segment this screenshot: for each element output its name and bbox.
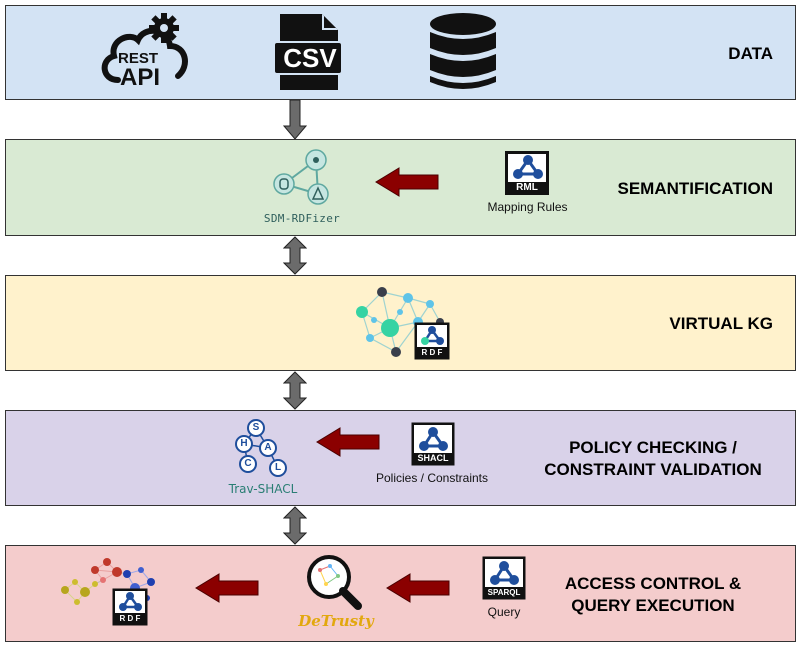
sdm-rdfizer-label: SDM-RDFizer [263, 212, 341, 225]
band-virtual-kg: VIRTUAL KG [5, 275, 796, 371]
band-title-virtual-kg: VIRTUAL KG [669, 314, 773, 333]
bidirectional-arrow-connector [283, 506, 307, 545]
api-label: API [120, 64, 161, 91]
detrusty-logo: DeTrusty [296, 550, 376, 632]
sparql-query-icon: SPARQL [482, 556, 526, 600]
band-title-policy-line1: POLICY CHECKING / [569, 438, 737, 457]
shacl-letter-s: S [252, 422, 260, 433]
bidirectional-arrow-connector [283, 371, 307, 410]
mapping-rules-caption: Mapping Rules [487, 200, 568, 214]
rest-api-icon: REST API [96, 10, 196, 94]
rdf-badge-icon: R D F [112, 588, 148, 626]
trav-shacl-label: Trav-SHACL [228, 482, 298, 496]
shacl-letter-h: H [240, 438, 248, 449]
query-caption: Query [487, 605, 521, 619]
band-title-access-line1: ACCESS CONTROL & [564, 574, 742, 593]
rest-label: REST [118, 50, 159, 67]
shacl-letter-c: C [244, 458, 252, 469]
flow-arrow-left [316, 427, 380, 457]
band-title-semantification: SEMANTIFICATION [617, 179, 773, 198]
rml-mapping-rules-icon: RML [504, 150, 550, 196]
policies-constraints-caption: Policies / Constraints [375, 471, 489, 485]
band-policy-checking: POLICY CHECKING / CONSTRAINT VALIDATION [5, 410, 796, 506]
band-title-access-line2: QUERY EXECUTION [571, 596, 735, 615]
shacl-badge-label: SHACL [417, 453, 449, 463]
shacl-letter-l: L [274, 462, 282, 473]
database-icon [428, 12, 498, 92]
down-arrow-connector [283, 100, 307, 140]
rdf-badge-label: R D F [421, 348, 443, 357]
band-data: DATA [5, 5, 796, 100]
csv-file-icon: CSV [272, 12, 344, 92]
rml-badge-label: RML [516, 182, 538, 193]
rdf-badge-label: R D F [119, 614, 141, 623]
flow-arrow-left [386, 573, 450, 603]
band-title-policy-line2: CONSTRAINT VALIDATION [544, 460, 762, 479]
flow-arrow-left [195, 573, 259, 603]
band-title-data: DATA [728, 44, 773, 63]
bidirectional-arrow-connector [283, 236, 307, 275]
detrusty-label: DeTrusty [298, 612, 374, 630]
rdf-badge-icon: R D F [414, 322, 450, 360]
csv-label: CSV [283, 43, 337, 73]
sparql-badge-label: SPARQL [487, 588, 521, 597]
sdm-rdfizer-logo: SDM-RDFizer [262, 148, 342, 228]
flow-arrow-left [375, 167, 439, 197]
shacl-letter-a: A [264, 442, 272, 453]
shacl-policies-icon: SHACL [411, 422, 455, 466]
trav-shacl-logo: S H A C L Trav-SHACL [220, 418, 306, 498]
